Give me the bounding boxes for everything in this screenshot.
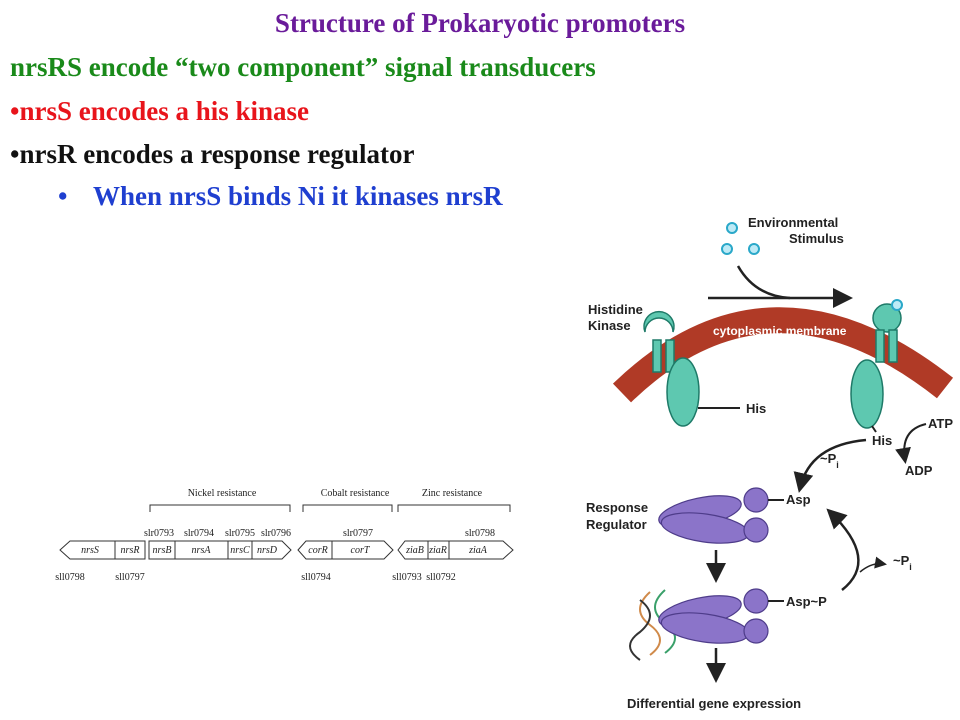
stimulus-ion <box>748 243 760 255</box>
sub-bullet-text: When nrsS binds Ni it kinases nrsR <box>93 181 503 211</box>
bound-stimulus-ion <box>891 299 903 311</box>
gene-ziaa <box>448 540 514 560</box>
stimulus-bend <box>736 265 791 300</box>
gene-id-top: slr0795 <box>225 528 255 539</box>
sub-bullet-ni-binding: • When nrsS binds Ni it kinases nrsR <box>58 181 503 212</box>
dephosphorylation-arrow <box>826 508 860 591</box>
his-label-right: His <box>872 433 892 448</box>
phosphorylated-regulator <box>658 588 769 644</box>
gene-nrsd <box>251 540 292 560</box>
pi-subscript: i <box>836 460 839 470</box>
gene-id-bottom: sll0794 <box>301 572 330 583</box>
bullet-dot: • <box>58 181 68 211</box>
phosphotransfer-arrow <box>793 438 867 493</box>
gene-id-top: slr0797 <box>343 528 373 539</box>
adp-label: ADP <box>905 463 933 478</box>
gene-label: nrsC <box>230 545 250 556</box>
histidine-kinase-right <box>850 303 902 429</box>
stimulus-label: Stimulus <box>789 231 844 246</box>
gene-label: nrsR <box>121 545 140 556</box>
two-component-pathway: Environmental Stimulus cytoplasmic membr… <box>586 215 953 711</box>
bullet-two-component: nrsRS encode “two component” signal tran… <box>10 52 596 82</box>
asp-p-label: Asp~P <box>786 594 827 609</box>
bullet-nrss-kinase: •nrsS encodes a his kinase <box>10 96 310 126</box>
gene-nrsr <box>114 540 146 560</box>
slide-title: Structure of Prokaryotic promoters <box>274 8 686 38</box>
gene-id-top: slr0796 <box>261 528 291 539</box>
gene-id-bottom: sll0793 <box>392 572 421 583</box>
cobalt-label: Cobalt resistance <box>321 488 390 499</box>
asp-label: Asp <box>786 492 811 507</box>
his-pointer-right <box>871 425 877 433</box>
nickel-label: Nickel resistance <box>188 488 257 499</box>
gene-id-top: slr0793 <box>144 528 174 539</box>
gene-id-bottom: sll0792 <box>426 572 455 583</box>
gene-label: nrsA <box>192 545 212 556</box>
zinc-label: Zinc resistance <box>422 488 483 499</box>
his-label-left: His <box>746 401 766 416</box>
gene-id-top: slr0798 <box>465 528 495 539</box>
gene-id-top: slr0794 <box>184 528 214 539</box>
bullet-nrsr-regulator: •nrsR encodes a response regulator <box>10 139 415 169</box>
gene-label: corR <box>308 545 327 556</box>
stimulus-ion <box>721 243 733 255</box>
gene-label: nrsB <box>153 545 172 556</box>
gene-label: corT <box>351 545 371 556</box>
gene-label: nrsD <box>257 545 278 556</box>
response-label: Response <box>586 500 648 515</box>
gene-label: ziaB <box>405 545 424 556</box>
gene-label: nrsS <box>81 545 99 556</box>
gene-expression-label: Differential gene expression <box>627 696 801 711</box>
pi-label-1: ~Pi <box>820 451 839 470</box>
cobalt-brace <box>302 504 393 512</box>
regulator-label: Regulator <box>586 517 647 532</box>
atp-label: ATP <box>928 416 953 431</box>
zinc-brace <box>397 504 511 512</box>
kinase-label: Kinase <box>588 318 631 333</box>
histidine-label: Histidine <box>588 302 643 317</box>
pi-text: ~P <box>893 553 910 568</box>
membrane-label: cytoplasmic membrane <box>713 324 847 338</box>
cytoplasmic-membrane <box>612 307 954 403</box>
pi-label-2: ~Pi <box>893 553 912 572</box>
pi-release-arrow <box>859 556 887 573</box>
gene-id-bottom: sll0797 <box>115 572 144 583</box>
response-regulator-protein <box>658 487 769 544</box>
stimulus-ion <box>726 222 738 234</box>
pi-subscript: i <box>909 562 912 572</box>
nickel-brace <box>149 504 291 512</box>
gene-map: Nickel resistance Cobalt resistance Zinc… <box>55 488 514 583</box>
gene-label: ziaA <box>468 545 488 556</box>
gene-id-bottom: sll0798 <box>55 572 84 583</box>
environmental-label: Environmental <box>748 215 838 230</box>
atp-adp-arrow <box>895 423 927 464</box>
gene-label: ziaR <box>428 545 447 556</box>
gene-cort <box>331 540 394 560</box>
histidine-kinase-left <box>643 310 700 427</box>
pi-text: ~P <box>820 451 837 466</box>
